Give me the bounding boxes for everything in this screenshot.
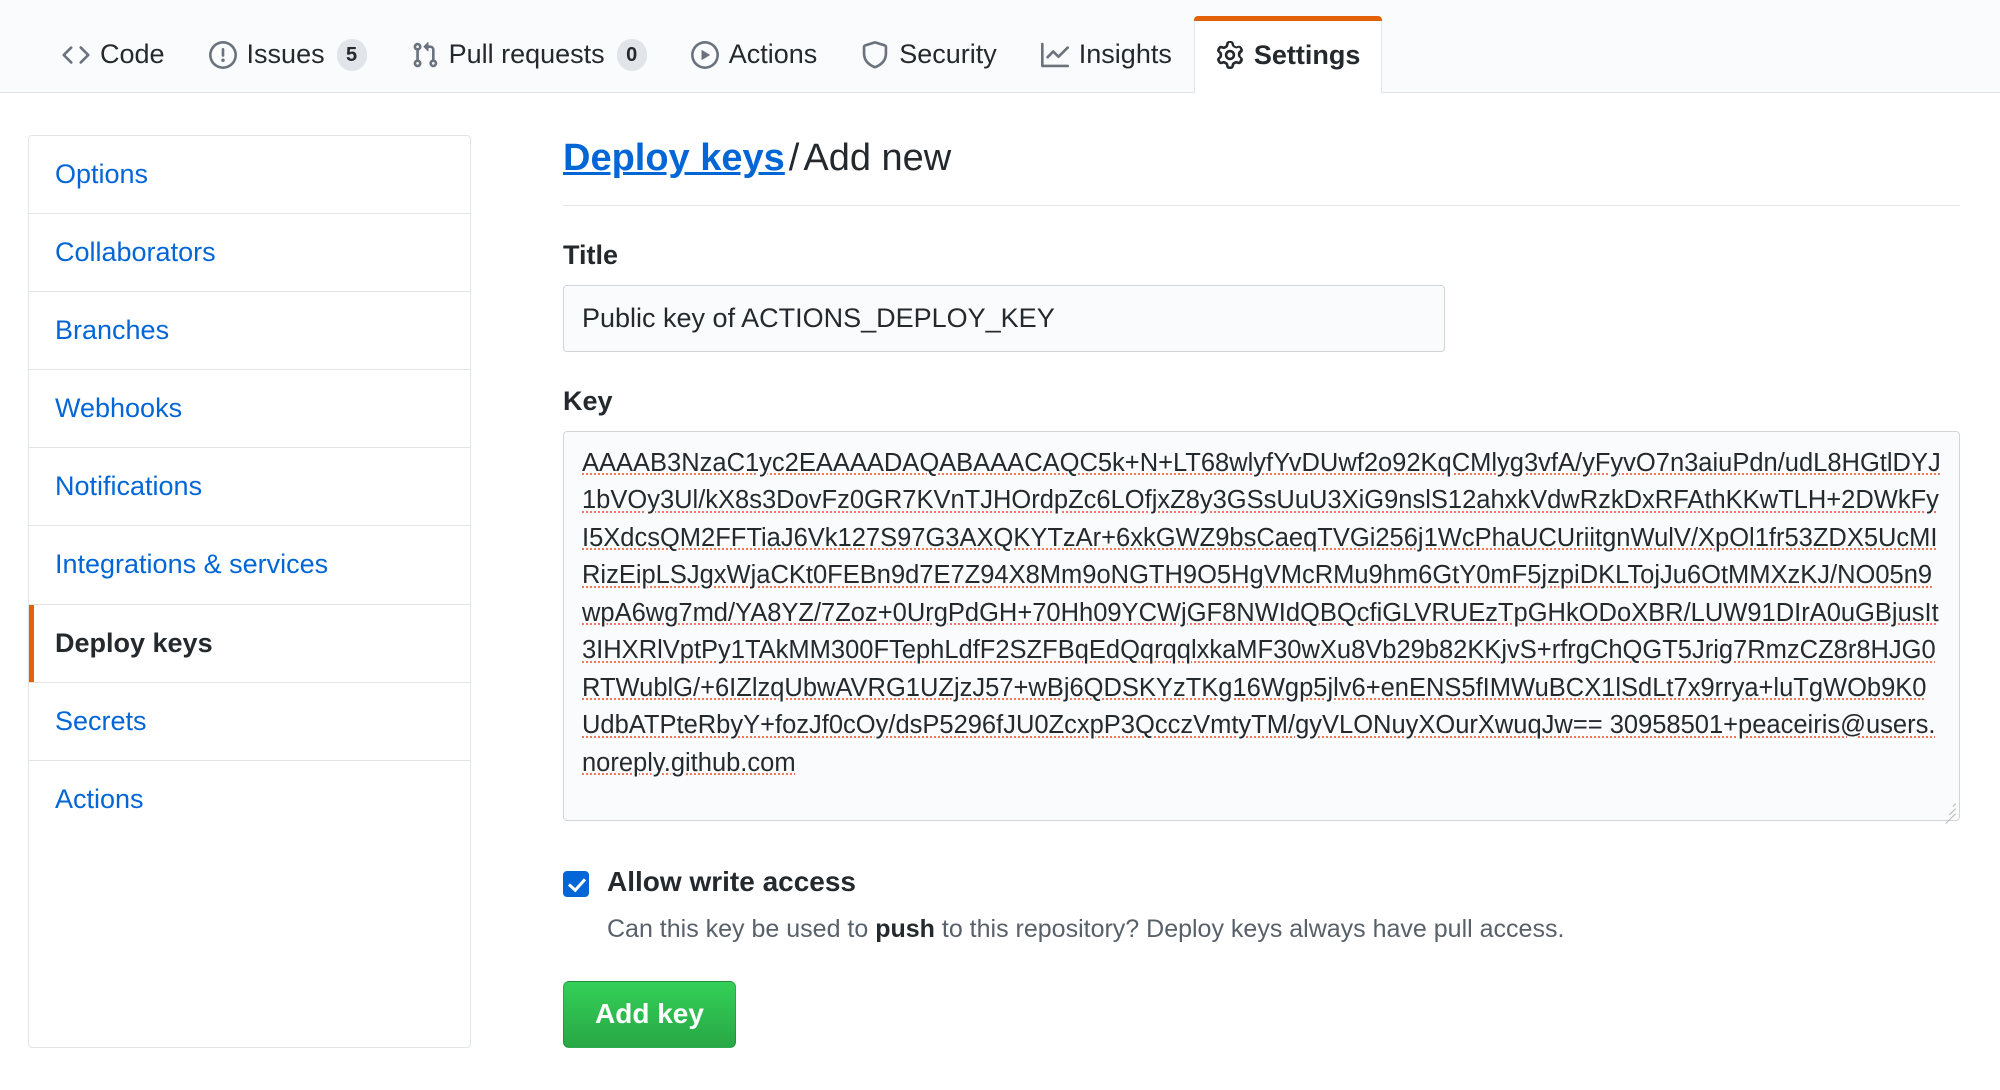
tab-label: Insights <box>1078 39 1172 69</box>
add-key-button[interactable]: Add key <box>563 981 736 1048</box>
settings-page: Options Collaborators Branches Webhooks … <box>0 93 2000 1048</box>
main-content: Deploy keys/Add new Title Key AAAAB3NzaC… <box>471 135 2000 1048</box>
git-pull-request-icon <box>411 41 439 69</box>
title-input[interactable] <box>563 284 1445 352</box>
issue-opened-icon <box>208 40 237 69</box>
code-icon <box>62 41 90 69</box>
sidebar-item-label: Notifications <box>55 471 203 502</box>
sidebar-item-branches[interactable]: Branches <box>29 292 470 371</box>
sidebar-item-collaborators[interactable]: Collaborators <box>29 214 470 293</box>
tab-code[interactable]: Code <box>40 16 187 92</box>
title-label: Title <box>563 239 619 270</box>
page-title: Deploy keys/Add new <box>563 135 1960 206</box>
pull-requests-count: 0 <box>616 38 647 71</box>
allow-write-access-checkbox[interactable] <box>563 870 589 897</box>
tab-security[interactable]: Security <box>839 16 1019 92</box>
breadcrumb-deploy-keys-link[interactable]: Deploy keys <box>563 137 785 179</box>
sidebar-item-notifications[interactable]: Notifications <box>29 448 470 527</box>
sidebar-item-label: Integrations & services <box>55 549 329 580</box>
tab-label: Issues <box>246 39 325 69</box>
breadcrumb-separator: / <box>788 137 800 179</box>
sidebar-item-secrets[interactable]: Secrets <box>29 682 470 761</box>
tab-pull-requests[interactable]: Pull requests 0 <box>389 16 669 92</box>
key-label: Key <box>563 385 613 416</box>
key-textarea[interactable]: AAAAB3NzaC1yc2EAAAADAQABAAACAQC5k+N+LT68… <box>563 430 1960 821</box>
tab-settings[interactable]: Settings <box>1193 16 1383 93</box>
repo-nav: Code Issues 5 Pull requests 0 Actions Se… <box>0 0 2000 93</box>
sidebar-item-label: Secrets <box>55 705 147 736</box>
sidebar-item-label: Webhooks <box>55 393 183 424</box>
tab-label: Actions <box>728 39 818 69</box>
sidebar-item-label: Options <box>55 159 149 189</box>
issues-count: 5 <box>336 38 367 71</box>
sidebar-item-options[interactable]: Options <box>29 136 470 215</box>
sidebar-item-label: Branches <box>55 315 170 346</box>
shield-icon <box>861 40 889 69</box>
graph-icon <box>1040 41 1069 69</box>
key-field-group: Key AAAAB3NzaC1yc2EAAAADAQABAAACAQC5k+N+… <box>563 385 1960 824</box>
settings-sidebar: Options Collaborators Branches Webhooks … <box>28 135 471 1048</box>
note-text-bold: push <box>875 915 935 944</box>
sidebar-item-deploy-keys[interactable]: Deploy keys <box>29 604 470 683</box>
tab-insights[interactable]: Insights <box>1019 16 1194 92</box>
breadcrumb-current: Add new <box>803 137 952 179</box>
allow-write-access-note: Can this key be used to push to this rep… <box>607 912 1960 947</box>
allow-write-access-row[interactable]: Allow write access Can this key be used … <box>563 865 1960 948</box>
sidebar-item-label: Actions <box>55 783 144 814</box>
gear-icon <box>1216 41 1244 69</box>
sidebar-item-webhooks[interactable]: Webhooks <box>29 370 470 449</box>
title-field-group: Title <box>563 240 1960 352</box>
tab-label: Code <box>100 39 165 69</box>
tab-label: Security <box>899 39 997 69</box>
tab-actions[interactable]: Actions <box>669 16 840 92</box>
note-text-before: Can this key be used to <box>607 915 876 944</box>
sidebar-item-integrations-and-services[interactable]: Integrations & services <box>29 526 470 605</box>
allow-write-access-label: Allow write access <box>607 865 857 897</box>
tab-issues[interactable]: Issues 5 <box>187 16 389 92</box>
allow-write-access-texts: Allow write access Can this key be used … <box>607 865 1960 948</box>
play-icon <box>690 40 719 69</box>
sidebar-item-label: Deploy keys <box>55 627 213 658</box>
note-text-after: to this repository? Deploy keys always h… <box>934 915 1565 944</box>
tab-label: Pull requests <box>448 39 605 69</box>
sidebar-item-actions[interactable]: Actions <box>29 760 470 838</box>
key-textarea-wrapper: AAAAB3NzaC1yc2EAAAADAQABAAACAQC5k+N+LT68… <box>563 430 1960 824</box>
sidebar-item-label: Collaborators <box>55 237 216 268</box>
tab-label: Settings <box>1253 39 1361 70</box>
